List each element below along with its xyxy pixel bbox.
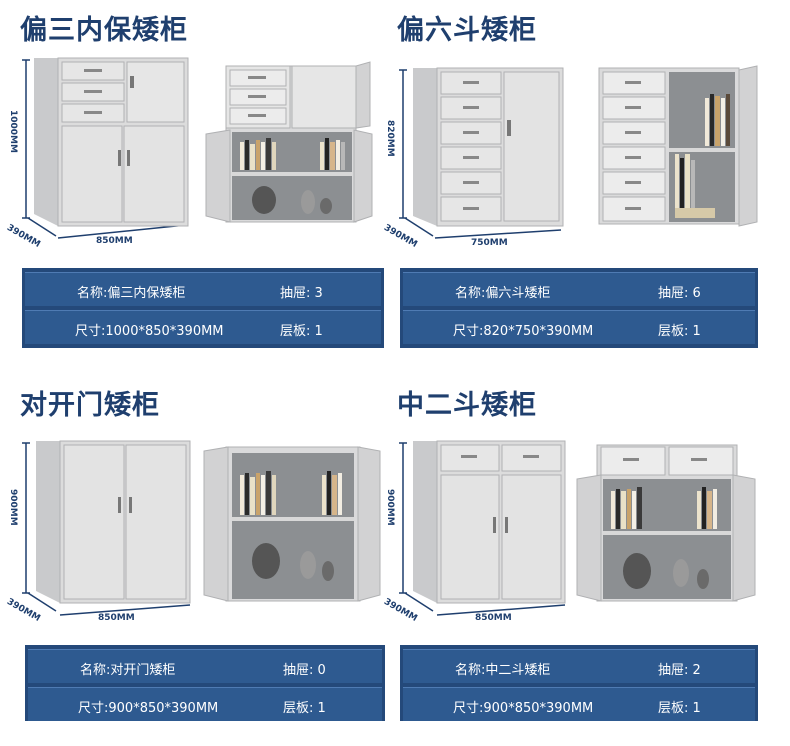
product-title: 偏六斗矮柜	[397, 15, 537, 46]
spec-row-size: 尺寸:900*850*390MM 层板: 1	[28, 687, 382, 721]
product-title: 中二斗矮柜	[397, 390, 537, 421]
spec-table: 名称:偏三内保矮柜 抽屉: 3 尺寸:1000*850*390MM 层板: 1	[22, 268, 384, 348]
height-label: 1000MM	[8, 110, 18, 153]
product-panel-1: 偏三内保矮柜	[0, 0, 395, 373]
width-label: 850MM	[475, 613, 512, 623]
product-image: 900MM 390MM 850MM	[5, 433, 388, 648]
shelf-count: 层板: 1	[658, 701, 701, 716]
product-image: 820MM 390MM 750MM	[382, 50, 765, 265]
height-label: 900MM	[385, 489, 395, 526]
shelf-count: 层板: 1	[283, 701, 326, 716]
product-panel-2: 偏六斗矮柜	[382, 0, 790, 373]
drawer-count: 抽屉: 0	[283, 663, 326, 678]
height-label: 820MM	[385, 120, 395, 157]
product-panel-4: 中二斗矮柜	[382, 373, 790, 746]
product-name: 名称:偏三内保矮柜	[77, 286, 186, 301]
product-size: 尺寸:820*750*390MM	[453, 324, 594, 339]
product-title: 对开门矮柜	[20, 390, 160, 421]
spec-table: 名称:对开门矮柜 抽屉: 0 尺寸:900*850*390MM 层板: 1	[25, 645, 385, 721]
drawer-count: 抽屉: 3	[280, 286, 323, 301]
width-label: 850MM	[96, 236, 133, 246]
product-name: 名称:偏六斗矮柜	[455, 286, 551, 301]
product-name: 名称:中二斗矮柜	[455, 663, 551, 678]
product-size: 尺寸:1000*850*390MM	[75, 324, 224, 339]
spec-row-size: 尺寸:1000*850*390MM 层板: 1	[25, 310, 381, 344]
height-label: 900MM	[8, 489, 18, 526]
product-title: 偏三内保矮柜	[20, 15, 188, 46]
width-label: 750MM	[471, 238, 508, 248]
spec-row-size: 尺寸:900*850*390MM 层板: 1	[403, 687, 755, 721]
shelf-count: 层板: 1	[280, 324, 323, 339]
cabinet-illustration	[22, 57, 373, 239]
product-size: 尺寸:900*850*390MM	[453, 701, 594, 716]
product-image: 900MM 390MM 850MM	[382, 433, 765, 648]
cabinet-illustration	[399, 65, 758, 239]
product-image: 1000MM 390MM 850MM	[5, 50, 388, 265]
spec-row-size: 尺寸:820*750*390MM 层板: 1	[403, 310, 755, 344]
product-panel-3: 对开门矮柜	[0, 373, 395, 746]
spec-row-name: 名称:对开门矮柜 抽屉: 0	[28, 649, 382, 683]
spec-row-name: 名称:偏六斗矮柜 抽屉: 6	[403, 272, 755, 306]
spec-table: 名称:中二斗矮柜 抽屉: 2 尺寸:900*850*390MM 层板: 1	[400, 645, 758, 721]
spec-row-name: 名称:中二斗矮柜 抽屉: 2	[403, 649, 755, 683]
width-label: 850MM	[98, 613, 135, 623]
product-name: 名称:对开门矮柜	[80, 663, 176, 678]
shelf-count: 层板: 1	[658, 324, 701, 339]
spec-row-name: 名称:偏三内保矮柜 抽屉: 3	[25, 272, 381, 306]
cabinet-illustration	[399, 440, 756, 616]
spec-table: 名称:偏六斗矮柜 抽屉: 6 尺寸:820*750*390MM 层板: 1	[400, 268, 758, 348]
product-size: 尺寸:900*850*390MM	[78, 701, 219, 716]
drawer-count: 抽屉: 6	[658, 286, 701, 301]
drawer-count: 抽屉: 2	[658, 663, 701, 678]
cabinet-illustration	[22, 440, 381, 616]
